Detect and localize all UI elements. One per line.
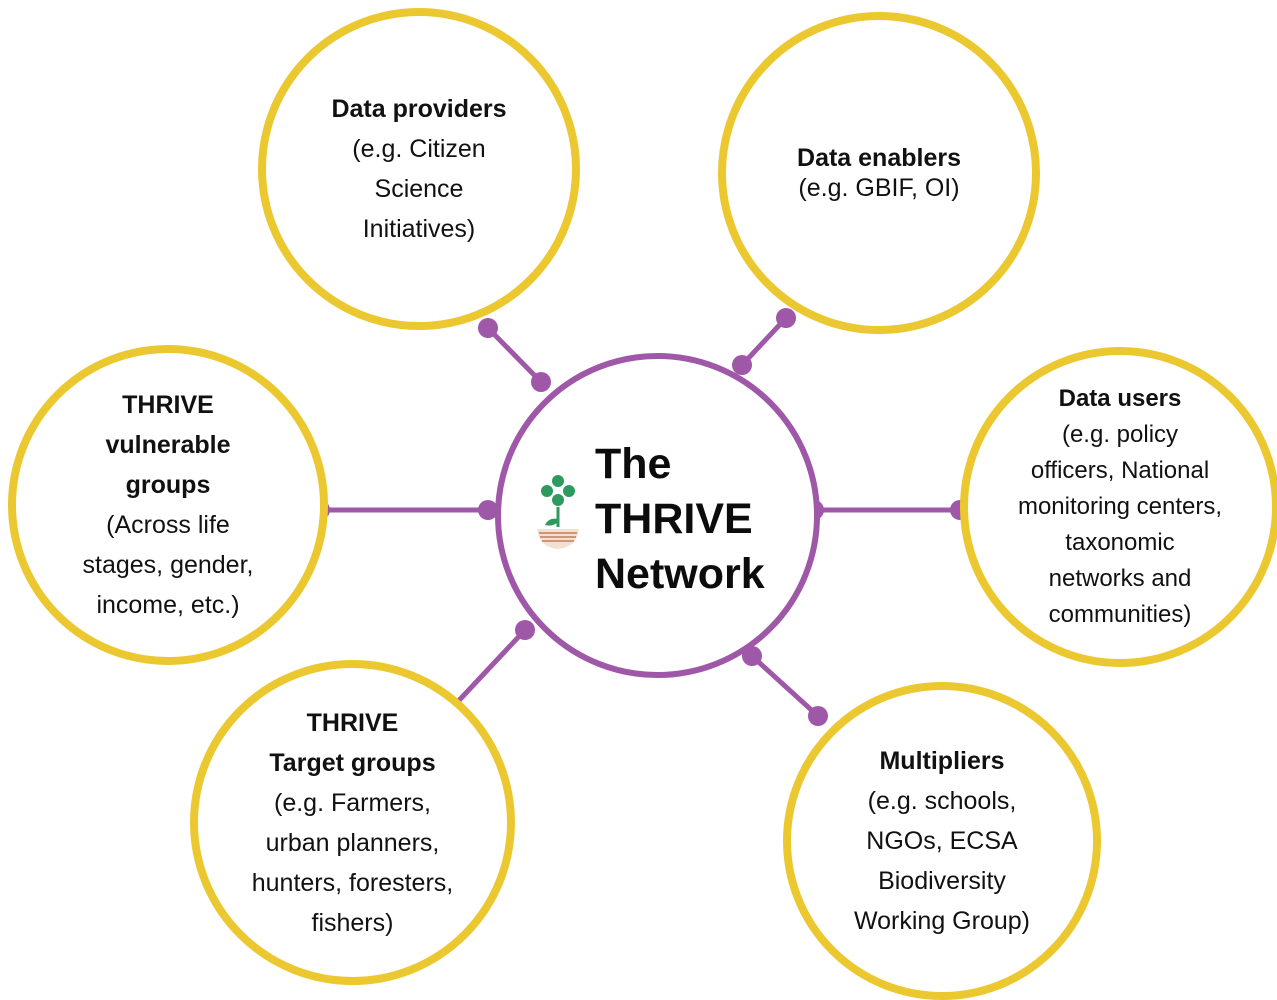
node-title: Data enablers <box>797 144 961 172</box>
node-description: (e.g. policy officers, National monitori… <box>1017 421 1223 628</box>
node-data-enablers: Data enablers (e.g. GBIF, OI) <box>718 12 1040 334</box>
node-description: (e.g. Citizen Science Initiatives) <box>352 135 486 243</box>
node-title: THRIVE Target groups <box>269 708 436 777</box>
node-data-providers: Data providers (e.g. Citizen Science Ini… <box>258 8 580 330</box>
node-description: (e.g. Farmers, urban planners, hunters, … <box>251 788 454 937</box>
connector-users <box>804 500 970 520</box>
hub-title: The THRIVE Network <box>595 440 765 598</box>
connector-enablers <box>732 308 796 375</box>
node-title: Multipliers <box>879 747 1005 775</box>
hub-circle: The THRIVE Network <box>495 353 820 678</box>
connector-multipliers <box>742 646 828 726</box>
node-data-users: Data users (e.g. policy officers, Nation… <box>960 347 1277 667</box>
thrive-plant-logo <box>537 475 579 549</box>
connector-providers <box>478 318 551 392</box>
node-multipliers: Multipliers (e.g. schools, NGOs, ECSA Bi… <box>783 682 1101 1000</box>
node-title: Data users <box>1058 385 1182 412</box>
node-description: (Across life stages, gender, income, etc… <box>82 511 254 619</box>
node-title: THRIVE vulnerable groups <box>105 391 231 499</box>
node-target-groups: THRIVE Target groups (e.g. Farmers, urba… <box>190 660 515 985</box>
node-vulnerable-groups: THRIVE vulnerable groups (Across life st… <box>8 345 328 665</box>
connector-vulnerable <box>310 500 498 520</box>
node-description: (e.g. schools, NGOs, ECSA Biodiversity W… <box>854 787 1030 935</box>
node-description: (e.g. GBIF, OI) <box>798 174 960 202</box>
node-title: Data providers <box>331 95 507 123</box>
